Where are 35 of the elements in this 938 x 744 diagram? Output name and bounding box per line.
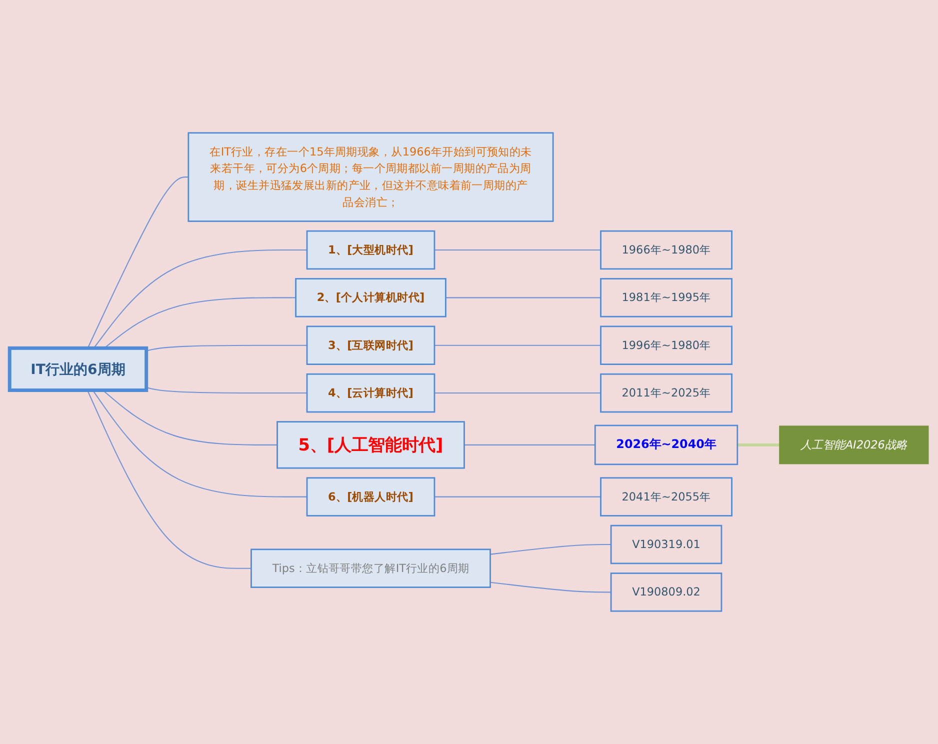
node-box: 5、[人工智能时代] [276, 421, 465, 469]
connector [146, 344, 307, 352]
node-box: 3、[互联网时代] [306, 326, 436, 365]
node-box: 人工智能AI2026战略 [779, 426, 929, 464]
node-box: 2041年~2055年 [600, 477, 732, 516]
node-box: Tips：立钻哥哥带您了解IT行业的6周期 [250, 548, 491, 588]
connector [146, 386, 307, 394]
connector [434, 496, 601, 498]
connector [86, 390, 252, 569]
connector [446, 297, 601, 298]
connector [92, 390, 307, 498]
node-box: 2026年~2040年 [594, 424, 738, 466]
node-box: 2、[个人计算机时代] [295, 278, 446, 318]
connector [104, 297, 296, 349]
node-box: V190319.01 [610, 524, 722, 564]
node-box: 1、[大型机时代] [306, 230, 436, 270]
connector [737, 444, 780, 446]
connector [434, 249, 601, 251]
node-box: 1966年~1980年 [600, 230, 732, 270]
connector [102, 390, 278, 446]
connector [434, 344, 601, 346]
node-box: V190809.02 [610, 572, 722, 612]
node-box: 6、[机器人时代] [306, 477, 436, 516]
connector [490, 582, 612, 593]
connector [490, 544, 612, 555]
connector [434, 392, 601, 394]
connector [464, 444, 596, 446]
connector [93, 249, 307, 348]
node-box: IT行业的6周期 [8, 346, 148, 392]
node-box: 在IT行业，存在一个15年周期现象，从1966年开始到可预知的未来若干年，可分为6个周期；每一个周期都以前一周期的产品为周期，诞生并迅猛发展出新的产业，但这并不意味着前一周期的产品会消亡； [188, 132, 554, 222]
connector [87, 176, 188, 348]
node-box: 4、[云计算时代] [306, 373, 436, 413]
node-box: 2011年~2025年 [600, 373, 732, 413]
node-box: 1996年~1980年 [600, 326, 732, 365]
node-box: 1981年~1995年 [600, 278, 732, 318]
